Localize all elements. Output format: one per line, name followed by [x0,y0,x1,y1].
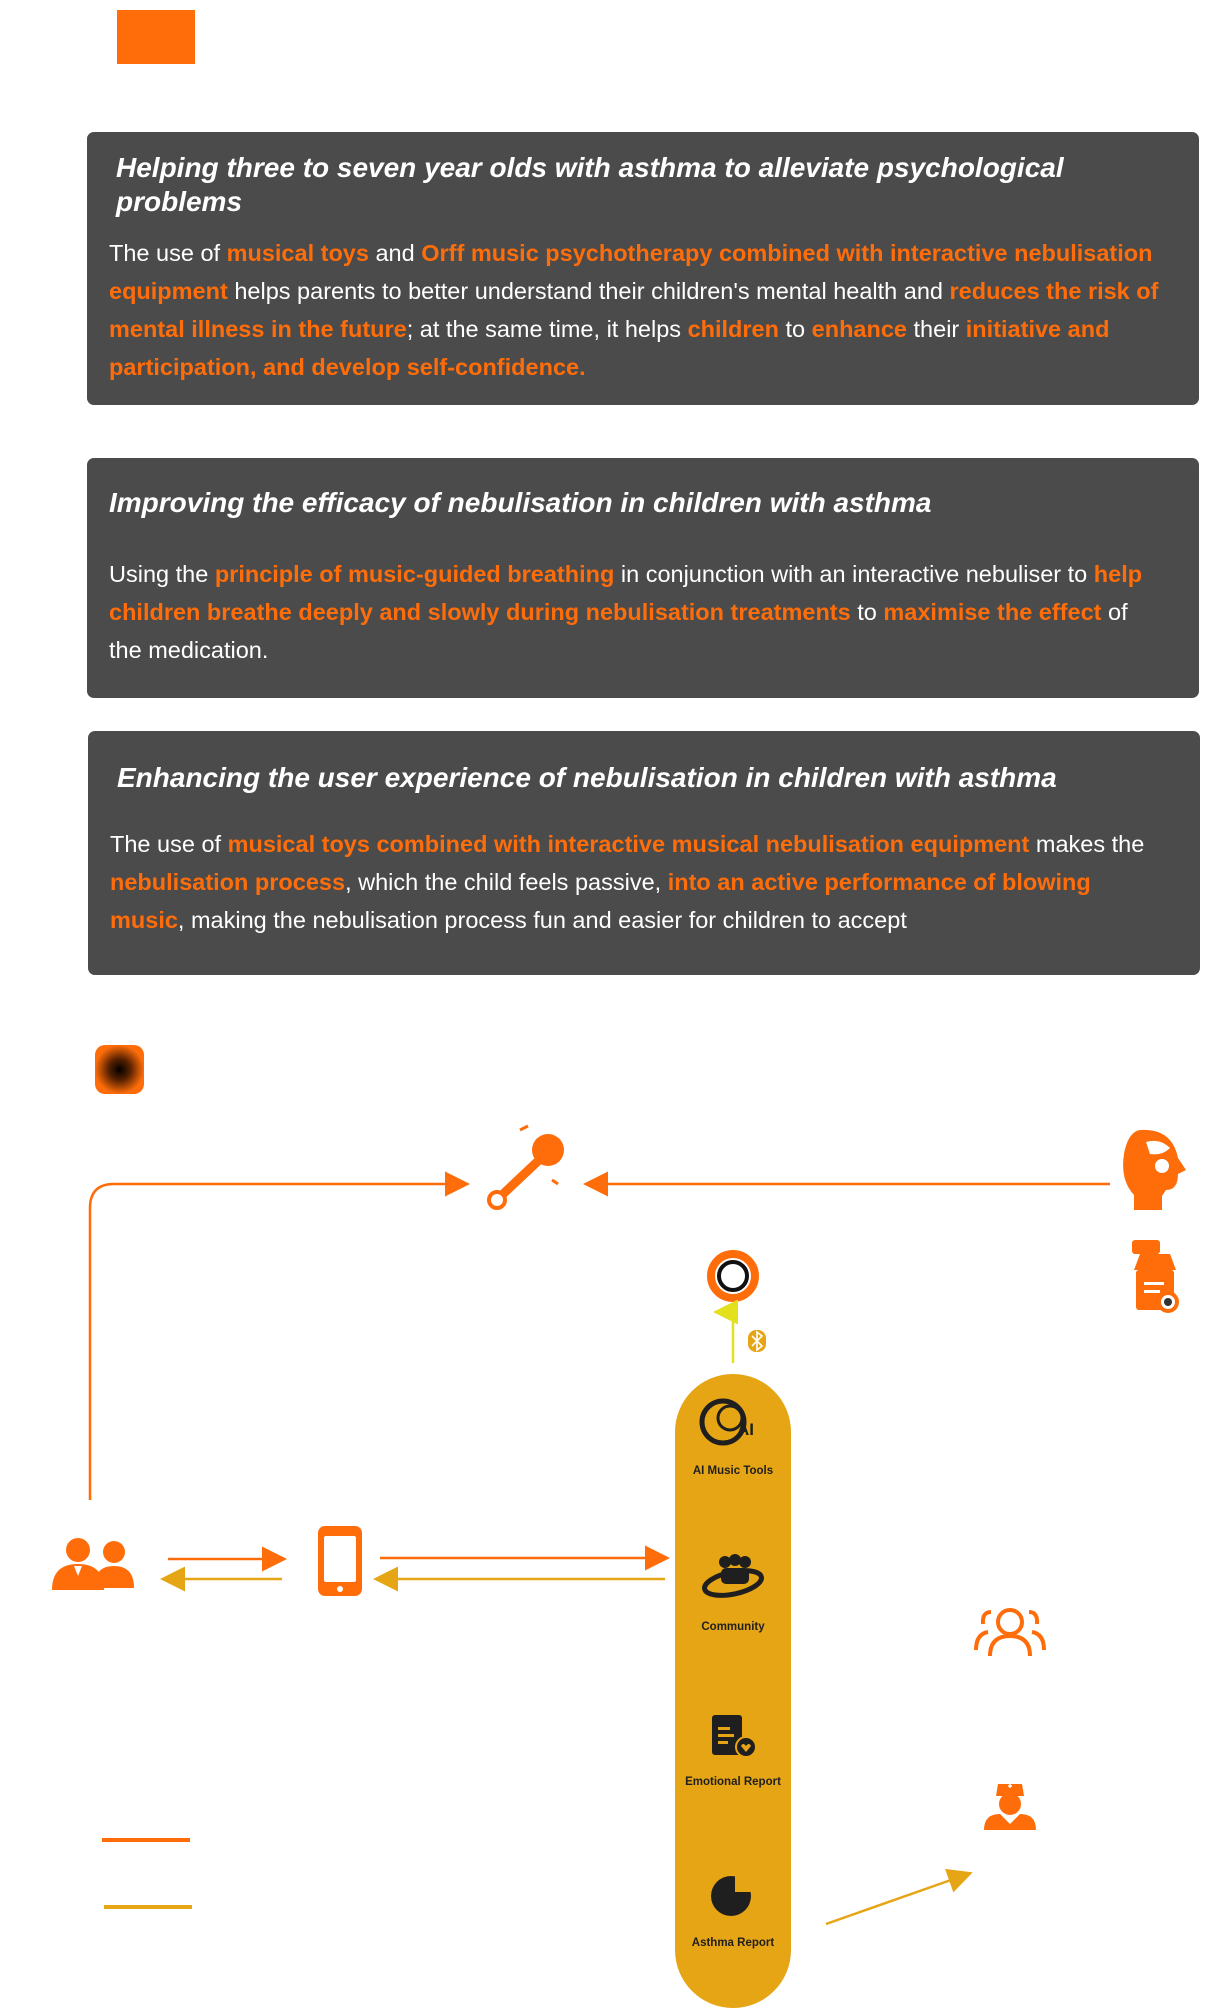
body-text: in conjunction with an interactive nebul… [614,561,1094,587]
card-title: Improving the efficacy of nebulisation i… [109,487,932,518]
system-diagram: AI [52,1045,1186,2008]
body-text: to [850,599,884,625]
body-text: Using the [109,561,215,587]
child-head-icon [1123,1129,1186,1210]
parents-icon [52,1538,134,1590]
body-text: The use of [110,831,228,857]
card-title: Enhancing the user experience of nebulis… [117,762,1057,793]
card-user-experience: Enhancing the user experience of nebulis… [88,731,1200,975]
gradient-square-icon [95,1045,144,1094]
microphone-icon [487,1124,564,1210]
asthma-report-icon [711,1875,752,1916]
community-outline-icon [974,1608,1046,1657]
highlight-text: enhance [811,316,907,342]
highlight-text: nebulisation process [110,869,346,895]
card-body: The use of musical toys and Orff music p… [109,234,1159,386]
ai-music-icon: AI [699,1398,754,1446]
highlight-text: musical toys combined with interactive m… [227,831,1030,857]
body-text: , making the nebulisation process fun an… [177,907,907,933]
bluetooth-icon [748,1330,766,1352]
card-body: Using the principle of music-guided brea… [109,555,1159,669]
body-text: their [907,316,966,342]
body-text: and [368,240,422,266]
parent-to-microphone-arrow [88,1171,470,1500]
highlight-text: into an active performance of blowing mu… [110,869,1091,933]
emotional-report-icon [712,1715,757,1758]
platform-pill [675,1374,791,2008]
platform-item-label: Asthma Report [691,1937,775,1949]
accent-square [117,10,195,64]
card-efficacy: Improving the efficacy of nebulisation i… [87,458,1199,698]
highlight-text: children [687,316,779,342]
body-text: makes the [1029,831,1145,857]
card-title: Helping three to seven year olds with as… [116,152,1064,217]
report-to-doctor-arrow [825,1868,973,1926]
highlight-text: reduces the risk of mental illness in th… [109,278,1159,342]
highlight-text: principle of music-guided breathing [214,561,615,587]
body-text: to [778,316,812,342]
body-text: ; at the same time, it helps [406,316,688,342]
doctor-icon [984,1784,1036,1830]
highlight-text: initiative and participation, and develo… [109,316,1110,380]
highlight-text: Orff music psychotherapy combined with i… [109,240,1153,304]
svg-text:AI: AI [737,1420,754,1439]
body-text: of the medication. [109,599,1128,663]
nebuliser-icon [1132,1240,1179,1313]
body-text: helps parents to better understand their… [227,278,950,304]
card-body: The use of musical toys combined with in… [110,825,1170,939]
highlight-text: maximise the effect [883,599,1102,625]
highlight-text: help children breathe deeply and slowly … [109,561,1143,625]
platform-item-label: AI Music Tools [692,1465,774,1477]
highlight-text: musical toys [226,240,369,266]
community-icon [702,1554,764,1598]
phone-icon [318,1526,362,1596]
body-text: , which the child feels passive, [345,869,668,895]
platform-item-label: Emotional Report [685,1776,781,1788]
platform-item-label: Community [701,1621,765,1633]
body-text: The use of [109,240,227,266]
card-psychological: Helping three to seven year olds with as… [87,132,1199,405]
